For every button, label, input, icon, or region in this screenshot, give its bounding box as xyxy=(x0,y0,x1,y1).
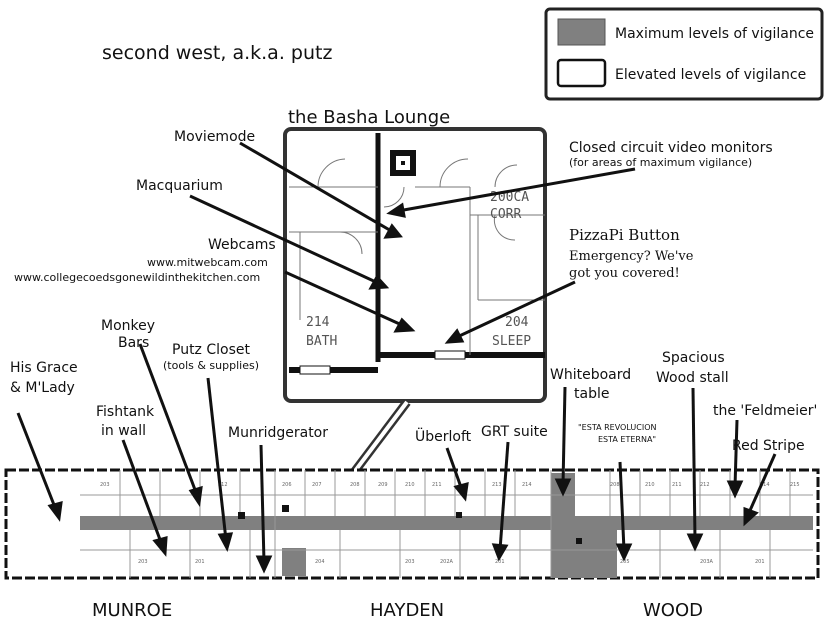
room-numbers: 203 212 206 207 208 209 210 211 213 214 … xyxy=(100,482,800,565)
svg-text:201: 201 xyxy=(755,559,765,565)
label-webcam-url1: www.mitwebcam.com xyxy=(147,256,268,269)
svg-text:211: 211 xyxy=(432,482,442,488)
callout-labels: Moviemode Macquarium Webcams www.mitwebc… xyxy=(10,129,817,454)
svg-text:212: 212 xyxy=(218,482,228,488)
label-webcam-url2: www.collegecoedsgonewildinthekitchen.com xyxy=(14,271,260,284)
label-fishtank-1: Fishtank xyxy=(96,404,155,420)
svg-text:209: 209 xyxy=(378,482,388,488)
label-spacious-1: Spacious xyxy=(662,350,725,366)
section-labels: MUNROE HAYDEN WOOD xyxy=(92,600,703,621)
svg-text:204: 204 xyxy=(315,559,325,565)
wood-stairwell-max xyxy=(575,530,617,578)
inset-room-214: 214 xyxy=(306,315,330,330)
svg-text:208: 208 xyxy=(610,482,620,488)
label-fishtank-2: in wall xyxy=(101,423,146,439)
section-hayden: HAYDEN xyxy=(370,600,444,621)
svg-text:206: 206 xyxy=(282,482,292,488)
inset-room-corr: CORR xyxy=(490,207,521,222)
svg-text:207: 207 xyxy=(312,482,322,488)
inset-title: the Basha Lounge xyxy=(288,107,450,128)
label-munridgerator: Munridgerator xyxy=(228,425,328,441)
section-munroe: MUNROE xyxy=(92,600,172,621)
label-red-stripe: Red Stripe xyxy=(732,438,805,454)
label-putz-closet: Putz Closet xyxy=(172,342,250,358)
svg-text:203: 203 xyxy=(100,482,110,488)
label-cctv-note: (for areas of maximum vigilance) xyxy=(569,156,752,169)
inset-room-204: 204 xyxy=(505,315,529,330)
svg-text:203A: 203A xyxy=(700,559,714,565)
label-moviemode: Moviemode xyxy=(174,129,255,145)
label-pizzapi-note1: Emergency? We've xyxy=(569,249,694,264)
legend: Maximum levels of vigilance Elevated lev… xyxy=(544,7,824,101)
label-feldmeier: the 'Feldmeier' xyxy=(713,403,817,419)
diagram-title: second west, a.k.a. putz xyxy=(102,42,332,64)
section-wood: WOOD xyxy=(643,600,703,621)
label-macquarium: Macquarium xyxy=(136,178,223,194)
svg-text:205: 205 xyxy=(620,559,630,565)
label-his-grace-2: & M'Lady xyxy=(10,380,75,396)
svg-text:208: 208 xyxy=(350,482,360,488)
label-his-grace-1: His Grace xyxy=(10,360,78,376)
label-webcams: Webcams xyxy=(208,237,276,253)
svg-text:212: 212 xyxy=(700,482,710,488)
legend-max-label: Maximum levels of vigilance xyxy=(615,26,814,42)
legend-elev-label: Elevated levels of vigilance xyxy=(615,67,806,83)
svg-text:203: 203 xyxy=(138,559,148,565)
legend-elev-swatch xyxy=(556,58,607,88)
svg-text:202A: 202A xyxy=(440,559,454,565)
label-whiteboard-2: table xyxy=(574,386,609,402)
main-corridor-max xyxy=(80,516,813,530)
label-monkey-bars-2: Bars xyxy=(118,335,149,351)
svg-text:201: 201 xyxy=(495,559,505,565)
callout-arrows xyxy=(16,141,777,574)
label-whiteboard-1: Whiteboard xyxy=(550,367,631,383)
label-spacious-2: Wood stall xyxy=(656,370,729,386)
label-pizzapi-note2: got you covered! xyxy=(569,266,680,281)
svg-text:215: 215 xyxy=(790,482,800,488)
svg-text:210: 210 xyxy=(405,482,415,488)
svg-text:201: 201 xyxy=(195,559,205,565)
label-cctv: Closed circuit video monitors xyxy=(569,140,773,156)
svg-text:214: 214 xyxy=(522,482,532,488)
label-putz-closet-note: (tools & supplies) xyxy=(163,359,259,372)
svg-text:203: 203 xyxy=(405,559,415,565)
label-pizzapi: PizzaPi Button xyxy=(569,226,680,244)
label-esta-2: ESTA ETERNA" xyxy=(598,435,656,444)
munroe-hayden-link-max xyxy=(282,548,306,576)
label-monkey-bars-1: Monkey xyxy=(101,318,155,334)
svg-text:211: 211 xyxy=(672,482,682,488)
inset-room-204-type: SLEEP xyxy=(492,334,531,349)
label-grt-suite: GRT suite xyxy=(481,424,548,440)
basha-lounge-inset: the Basha Lounge 214 BATH xyxy=(283,107,547,403)
svg-text:210: 210 xyxy=(645,482,655,488)
legend-max-swatch xyxy=(557,18,606,46)
label-uberloft: Überloft xyxy=(415,427,472,445)
inset-room-214-type: BATH xyxy=(306,334,337,349)
label-esta-1: "ESTA REVOLUCION xyxy=(578,423,656,432)
svg-text:214: 214 xyxy=(760,482,770,488)
svg-text:213: 213 xyxy=(492,482,502,488)
